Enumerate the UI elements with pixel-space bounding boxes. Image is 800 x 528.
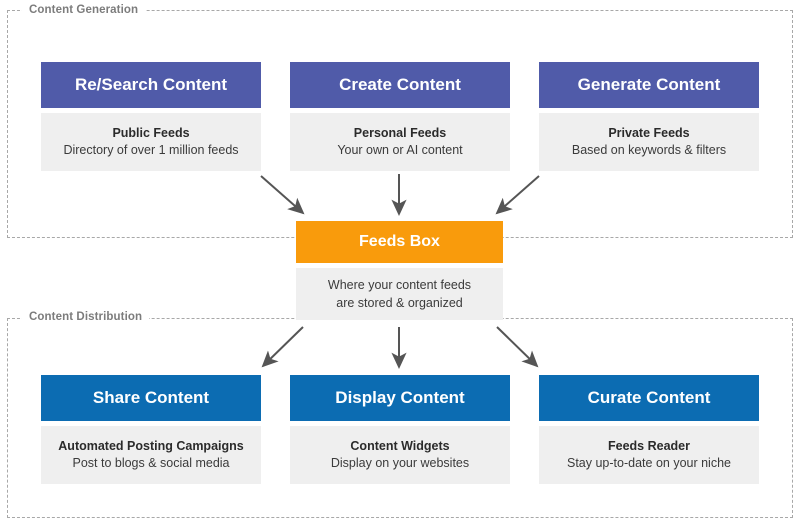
card-feeds-box[interactable]: Feeds Box Where your content feeds are s… [296,221,503,320]
card-header-research-content[interactable]: Re/Search Content [41,62,261,108]
card-body-generate-content: Private Feeds Based on keywords & filter… [539,113,759,171]
card-body-sub-personal-feeds: Your own or AI content [337,143,463,157]
card-generate-content[interactable]: Generate Content Private Feeds Based on … [539,62,759,171]
card-header-share-content[interactable]: Share Content [41,375,261,421]
card-display-content[interactable]: Display Content Content Widgets Display … [290,375,510,484]
card-body-research-content: Public Feeds Directory of over 1 million… [41,113,261,171]
card-body-title-public-feeds: Public Feeds [112,126,190,140]
card-body-title-feeds-reader: Feeds Reader [608,439,690,453]
card-header-create-content[interactable]: Create Content [290,62,510,108]
card-research-content[interactable]: Re/Search Content Public Feeds Directory… [41,62,261,171]
card-body-sub-public-feeds: Directory of over 1 million feeds [63,143,239,157]
card-body-share-content: Automated Posting Campaigns Post to blog… [41,426,261,484]
card-body-sub-feeds-reader: Stay up-to-date on your niche [567,456,731,470]
group-label-content-distribution: Content Distribution [22,311,150,324]
card-create-content[interactable]: Create Content Personal Feeds Your own o… [290,62,510,171]
card-body-title-content-widgets: Content Widgets [350,439,450,453]
card-header-feeds-box[interactable]: Feeds Box [296,221,503,263]
card-body-feeds-box: Where your content feeds are stored & or… [296,268,503,320]
card-body-sub-automated-posting-campaigns: Post to blogs & social media [72,456,230,470]
card-body-display-content: Content Widgets Display on your websites [290,426,510,484]
card-body-feeds-box-line2: are stored & organized [336,296,463,310]
card-body-sub-content-widgets: Display on your websites [330,456,470,470]
card-share-content[interactable]: Share Content Automated Posting Campaign… [41,375,261,484]
card-header-curate-content[interactable]: Curate Content [539,375,759,421]
card-body-title-personal-feeds: Personal Feeds [353,126,447,140]
card-body-title-private-feeds: Private Feeds [608,126,690,140]
card-header-display-content[interactable]: Display Content [290,375,510,421]
card-body-title-automated-posting-campaigns: Automated Posting Campaigns [58,439,244,453]
card-curate-content[interactable]: Curate Content Feeds Reader Stay up-to-d… [539,375,759,484]
card-header-generate-content[interactable]: Generate Content [539,62,759,108]
group-label-content-generation: Content Generation [22,4,146,17]
card-body-sub-private-feeds: Based on keywords & filters [571,143,727,157]
card-body-curate-content: Feeds Reader Stay up-to-date on your nic… [539,426,759,484]
card-body-feeds-box-line1: Where your content feeds [327,278,472,292]
card-body-create-content: Personal Feeds Your own or AI content [290,113,510,171]
